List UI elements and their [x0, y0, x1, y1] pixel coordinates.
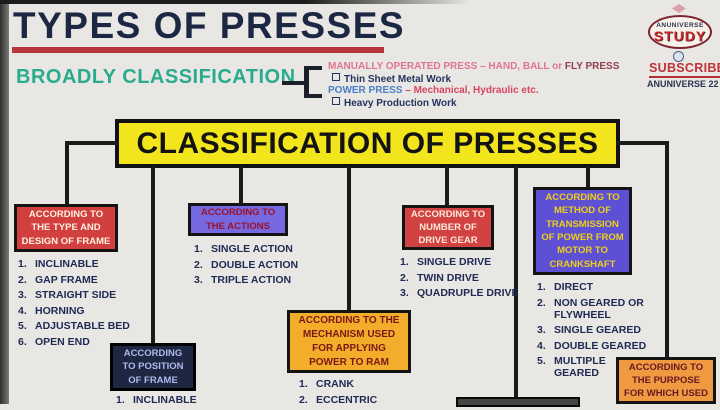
drive-gear-list: 1.SINGLE DRIVE 2.TWIN DRIVE 3.QUADRUPLE DR…	[400, 256, 520, 303]
list-item: 6.OPEN END	[18, 335, 90, 348]
subscribe-label: SUBSCRIBE	[649, 61, 720, 78]
list-item: 1.SINGLE DRIVE	[400, 256, 492, 268]
logo-brand-small: ANUNIVERSE	[656, 21, 704, 29]
manual-press-line: MANUALLY OPERATED PRESS – HAND, BALL or …	[328, 61, 619, 72]
power-press-line: POWER PRESS – Mechanical, Hydraulic etc.	[328, 85, 539, 96]
list-item: 3.QUADRUPLE DRIVE	[400, 287, 519, 300]
manual-press-name: MANUALLY OPERATED PRESS	[328, 61, 478, 72]
list-item: 4.DOUBLE GEARED	[537, 339, 647, 352]
list-item: 4.HORNING	[18, 304, 85, 317]
broadly-classification-label: BROADLY CLASSIFICATION	[16, 66, 296, 88]
category-position-box: ACCORDING TO POSITION OF FRAME	[110, 343, 196, 391]
logo-brand-big: STUDY	[653, 27, 707, 44]
list-item: 3.STRAIGHT SIDE	[18, 289, 117, 302]
list-item: 3.TRIPLE ACTION	[194, 274, 292, 287]
bracket-arm-bottom	[309, 94, 322, 98]
connector-left-v	[65, 141, 69, 204]
actions-list: 1.SINGLE ACTION 2.DOUBLE ACTION 3.TRIPLE A…	[194, 243, 324, 290]
list-item: 1.INCLINABLE	[18, 258, 99, 270]
category-frame-design-box: ACCORDING TO THE TYPE AND DESIGN OF FRAM…	[14, 204, 118, 252]
connector-actions-v	[239, 166, 243, 203]
list-item: 5.ADJUSTABLE BED	[18, 320, 130, 333]
globe-icon	[673, 51, 684, 62]
screen-edge-top	[0, 0, 470, 4]
connector-right-v	[665, 141, 669, 357]
connector-position-v	[151, 166, 155, 343]
category-mechanism-box: ACCORDING TO THE MECHANISM USED FOR APPL…	[287, 310, 411, 373]
connector-right-h	[616, 141, 669, 145]
graduation-cap-icon	[672, 4, 686, 13]
bottom-partial-box	[456, 397, 580, 407]
checkbox-icon	[332, 97, 340, 105]
list-item: 2.GAP FRAME	[18, 273, 98, 286]
bracket-vertical	[304, 66, 309, 98]
power-press-types: – Mechanical, Hydraulic etc.	[402, 85, 539, 96]
manual-press-note: Thin Sheet Metal Work	[332, 73, 451, 85]
list-item: 2.ECCENTRIC	[299, 393, 378, 406]
mechanism-list: 1.CRANK 2.ECCENTRIC	[299, 378, 409, 409]
category-drive-gear-box: ACCORDING TO NUMBER OF DRIVE GEAR	[402, 205, 494, 250]
list-item: 1.DIRECT	[537, 281, 594, 293]
category-actions-box: ACCORDING TO THE ACTIONS	[188, 203, 288, 236]
list-item: 1.SINGLE ACTION	[194, 243, 293, 255]
list-item: 1.CRANK	[299, 378, 354, 390]
power-press-name: POWER PRESS	[328, 85, 403, 96]
list-item: 2.NON GEARED OR FLYWHEEL	[537, 296, 644, 321]
transmission-list: 1.DIRECT 2.NON GEARED OR FLYWHEEL 3.SINGLE…	[537, 281, 647, 383]
list-item: 3.SINGLE GEARED	[537, 324, 641, 337]
list-item: 2.DOUBLE ACTION	[194, 258, 299, 271]
list-item: 1.INCLINABLE	[116, 394, 197, 406]
connector-drive-v	[445, 166, 449, 205]
list-item: 2.TWIN DRIVE	[400, 271, 479, 284]
checkbox-icon	[332, 73, 340, 81]
classification-banner: CLASSIFICATION OF PRESSES	[115, 119, 620, 168]
category-purpose-box: ACCORDING TO THE PURPOSE FOR WHICH USED	[616, 357, 716, 404]
power-press-note: Heavy Production Work	[332, 97, 457, 109]
channel-logo: ANUNIVERSE STUDY	[648, 15, 712, 49]
manual-press-types: – HAND, BALL or	[477, 61, 565, 72]
connector-left-h	[65, 141, 119, 145]
connector-bottom-v	[514, 166, 518, 397]
frame-design-list: 1.INCLINABLE 2.GAP FRAME 3.STRAIGHT SIDE 4.…	[18, 258, 158, 351]
page-title: TYPES OF PRESSES	[13, 5, 406, 46]
channel-name: ANUNIVERSE 22	[647, 79, 719, 89]
bracket-arm-top	[309, 66, 322, 70]
list-item: 5.MULTIPLE GEARED	[537, 355, 606, 380]
bracket-dash	[282, 81, 306, 85]
manual-press-types-em: FLY PRESS	[564, 61, 620, 72]
connector-mechanism-v	[347, 166, 351, 310]
screen-edge-left	[0, 0, 9, 404]
title-underline	[12, 47, 384, 53]
position-list: 1.INCLINABLE	[116, 394, 226, 410]
connector-transmission-v	[586, 166, 590, 187]
category-transmission-box: ACCORDING TO METHOD OF TRANSMISSION OF P…	[533, 187, 632, 275]
